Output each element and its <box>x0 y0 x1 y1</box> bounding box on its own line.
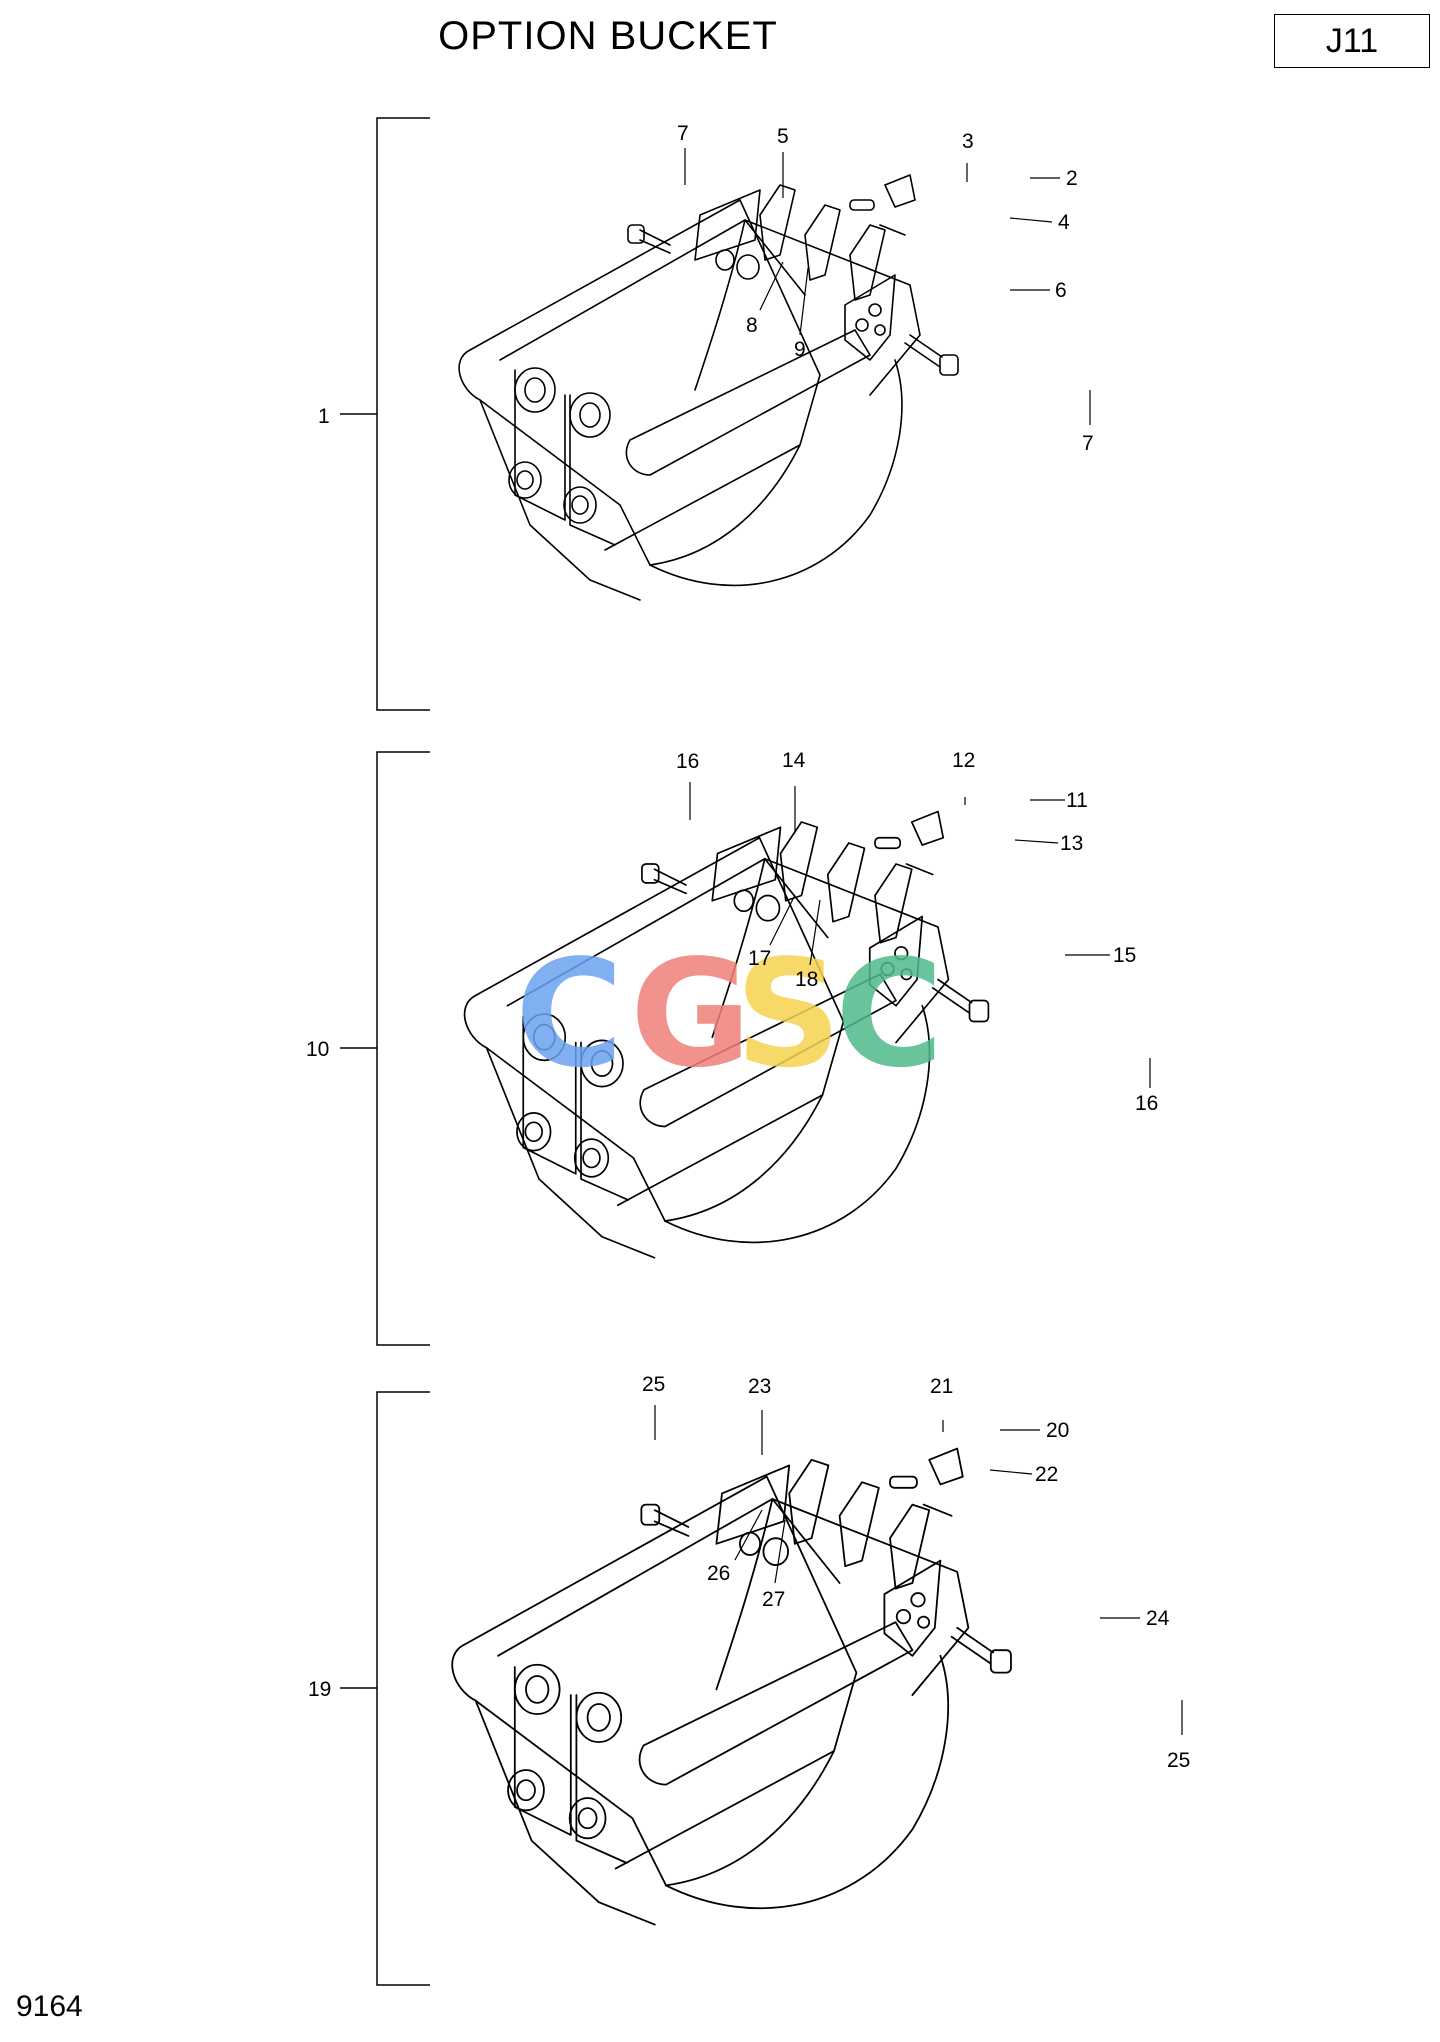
part-label: 23 <box>748 1375 771 1398</box>
labels-assembly-10: 10 16 14 12 11 13 15 17 18 16 <box>306 749 1158 1115</box>
bucket-drawing-1 <box>458 174 959 601</box>
part-label: 26 <box>707 1562 730 1585</box>
watermark-letter-3: S <box>735 928 842 1100</box>
assembly-bracket-1 <box>340 117 430 711</box>
part-label: 11 <box>1066 789 1088 812</box>
part-label: 25 <box>642 1373 665 1396</box>
part-label: 9 <box>794 338 806 361</box>
assembly-bracket-10 <box>340 751 430 1346</box>
part-label: 13 <box>1060 832 1083 855</box>
part-label: 22 <box>1035 1463 1058 1486</box>
part-label: 21 <box>930 1375 953 1398</box>
part-label: 20 <box>1046 1419 1069 1442</box>
watermark-letter-2: G <box>630 928 751 1100</box>
assembly-label: 19 <box>308 1678 331 1701</box>
assembly-label: 10 <box>306 1038 329 1061</box>
page-title: OPTION BUCKET <box>438 14 778 58</box>
assembly-label: 1 <box>318 405 330 428</box>
leader-lines <box>654 148 1183 1735</box>
part-label: 7 <box>677 122 689 145</box>
part-label: 3 <box>962 130 974 153</box>
part-label: 6 <box>1055 279 1067 302</box>
part-label: 24 <box>1146 1607 1170 1630</box>
part-label: 2 <box>1066 167 1078 190</box>
part-label: 7 <box>1082 432 1094 455</box>
part-label: 16 <box>676 750 699 773</box>
bucket-drawing-19 <box>451 1447 1012 1926</box>
part-label: 25 <box>1167 1749 1190 1772</box>
labels-assembly-19: 19 25 23 21 20 22 24 26 27 25 <box>308 1373 1190 1772</box>
watermark-letter-1: C <box>515 928 624 1100</box>
part-label: 16 <box>1135 1092 1158 1115</box>
part-label: 8 <box>746 314 758 337</box>
part-label: 12 <box>952 749 975 772</box>
page-number: 9164 <box>16 1990 83 2023</box>
watermark: C G S C <box>515 928 944 1100</box>
part-label: 17 <box>748 947 771 970</box>
part-label: 5 <box>777 125 789 148</box>
part-label: 15 <box>1113 944 1136 967</box>
part-label: 18 <box>795 968 818 991</box>
labels-assembly-1: 1 7 5 3 2 4 6 8 9 7 <box>318 122 1094 455</box>
watermark-letter-4: C <box>835 928 944 1100</box>
part-label: 4 <box>1058 211 1070 234</box>
part-label: 27 <box>762 1588 785 1611</box>
part-label: 14 <box>782 749 806 772</box>
assembly-bracket-19 <box>340 1391 430 1986</box>
page-code-box: J11 <box>1274 14 1430 68</box>
